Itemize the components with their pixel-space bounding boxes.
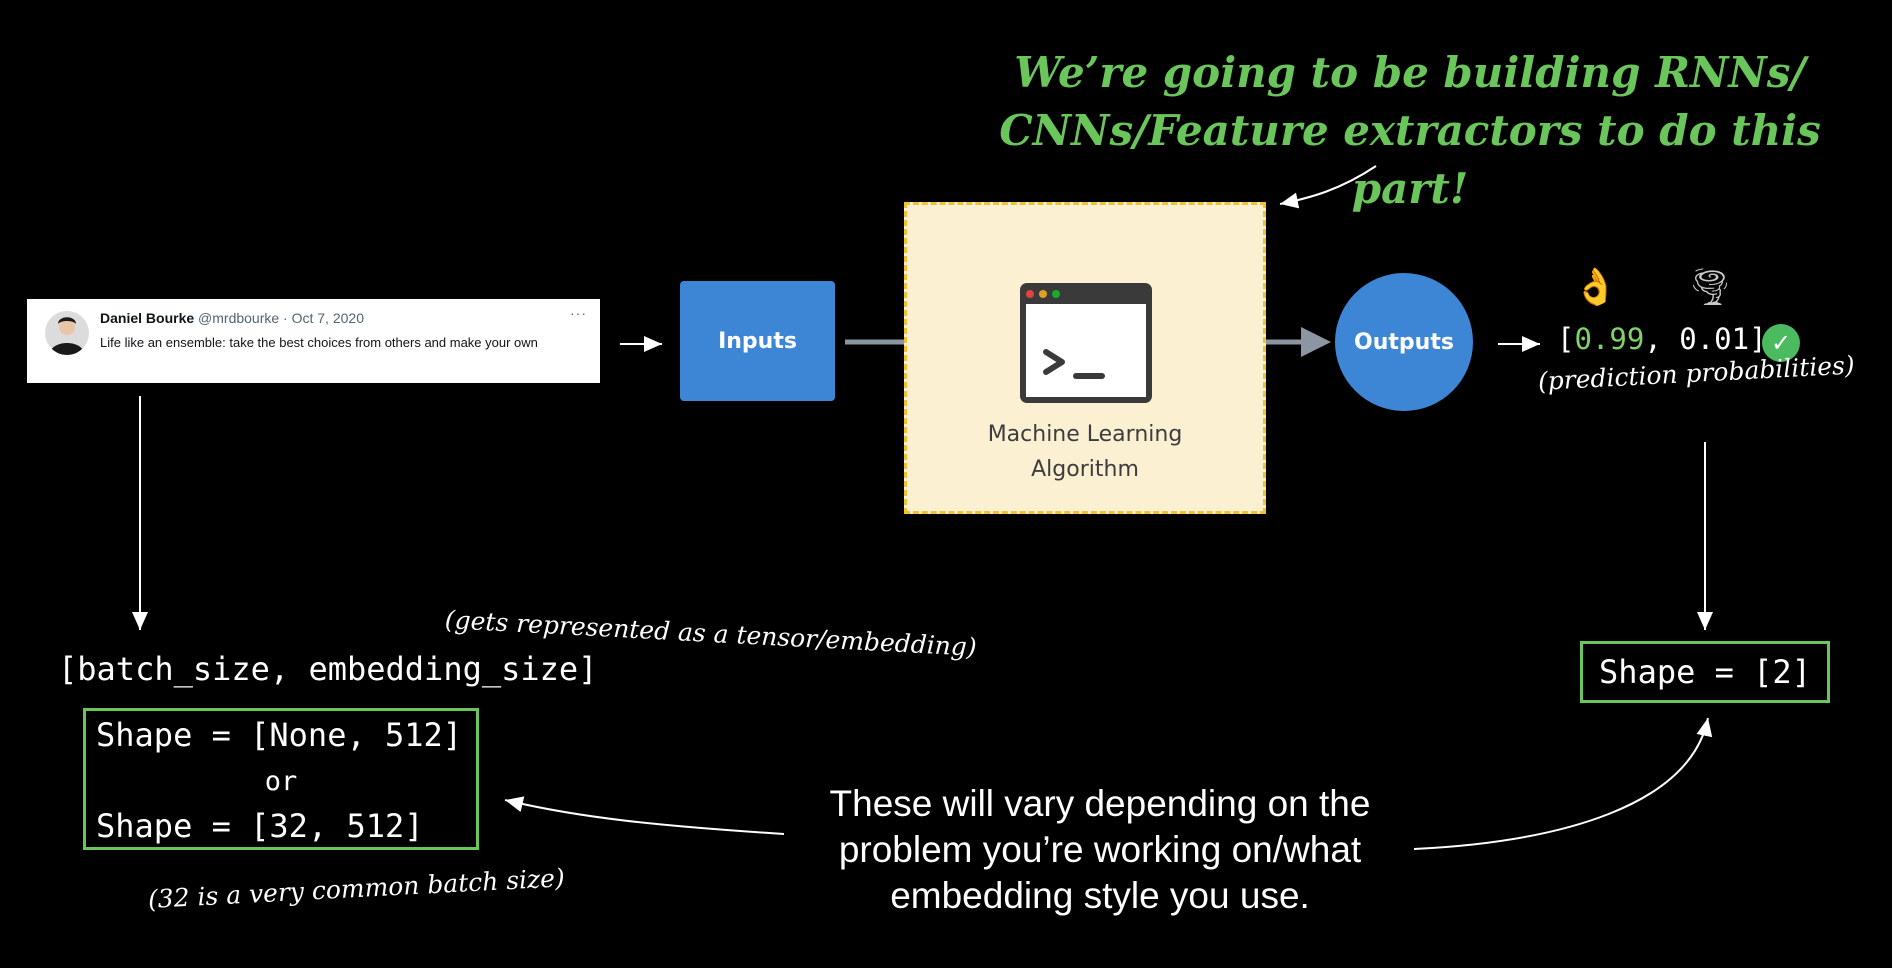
pred-separator: ,: [1644, 322, 1680, 356]
prediction-probabilities: [0.99, 0.01]: [1557, 322, 1767, 356]
window-maximize-dot: [1052, 290, 1060, 298]
shape-32-512: Shape = [32, 512]: [96, 807, 424, 845]
headline-annotation: We’re going to be building RNNs/ CNNs/Fe…: [960, 44, 1860, 218]
ok-hand-icon: 👌: [1573, 267, 1618, 308]
output-shape-label: Shape = [2]: [1599, 653, 1811, 691]
ml-label-line-1: Machine Learning: [987, 422, 1183, 447]
window-close-dot: [1026, 290, 1034, 298]
outputs-circle: Outputs: [1335, 273, 1473, 411]
window-minimize-dot: [1039, 290, 1047, 298]
check-icon: ✓: [1762, 324, 1800, 362]
input-shape-box: Shape = [None, 512] or Shape = [32, 512]: [83, 708, 479, 850]
tweet-text: Life like an ensemble: take the best cho…: [100, 335, 538, 350]
pred-value-1: 0.99: [1574, 322, 1645, 356]
avatar: [45, 311, 89, 355]
note-line-3: embedding style you use.: [890, 875, 1310, 916]
tornado-icon: 🌪: [1687, 267, 1733, 308]
tweet-author-name: Daniel Bourke: [100, 310, 195, 326]
batch-shape-label: [batch_size, embedding_size]: [58, 650, 598, 688]
inputs-label: Inputs: [718, 328, 797, 354]
headline-pointer-arrow: [1279, 165, 1377, 209]
tweet-menu-icon[interactable]: ···: [570, 305, 587, 321]
ml-label-line-2: Algorithm: [1031, 457, 1139, 482]
terminal-icon: [1020, 283, 1152, 403]
tweet-card: Daniel Bourke @mrdbourke · Oct 7, 2020 ·…: [27, 299, 600, 383]
outputs-label: Outputs: [1354, 329, 1454, 355]
inputs-box: Inputs: [680, 281, 835, 401]
shape-none-512: Shape = [None, 512]: [96, 716, 463, 754]
output-shape-box: Shape = [2]: [1580, 641, 1830, 703]
headline-line-1: We’re going to be building RNNs/: [1014, 48, 1806, 97]
variation-note: These will vary depending on the problem…: [780, 781, 1420, 919]
note-line-2: problem you’re working on/what: [838, 829, 1362, 870]
note-line-1: These will vary depending on the: [829, 783, 1371, 824]
ml-algorithm-box: Machine Learning Algorithm: [904, 202, 1266, 514]
tweet-handle-date: @mrdbourke · Oct 7, 2020: [194, 310, 364, 326]
pred-bracket-open: [: [1557, 322, 1575, 356]
pred-value-2: 0.01: [1679, 322, 1750, 356]
tweet-author: Daniel Bourke @mrdbourke · Oct 7, 2020: [100, 310, 364, 326]
note-to-input-shape-arrow: [504, 796, 785, 835]
terminal-screen: [1026, 304, 1146, 397]
shape-or: or: [264, 766, 298, 797]
note-to-output-shape-arrow: [1413, 717, 1713, 850]
headline-line-2: CNNs/Feature extractors to do this part!: [999, 106, 1821, 213]
ml-algorithm-label: Machine Learning Algorithm: [907, 417, 1263, 487]
